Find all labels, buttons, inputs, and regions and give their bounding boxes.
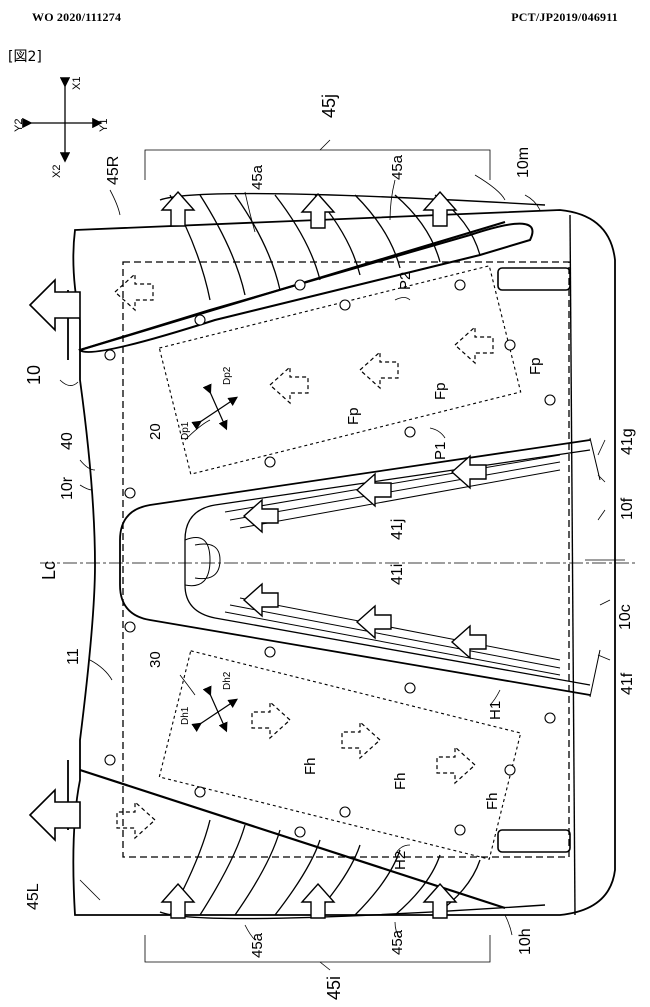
figure-label: [図2]: [8, 49, 42, 65]
ref-P2: P2: [397, 272, 414, 290]
ref-10f: 10f: [619, 497, 636, 520]
ref-10h: 10h: [517, 928, 534, 955]
region-11: [122, 261, 570, 858]
ref-10m: 10m: [515, 147, 532, 178]
region-30: [158, 650, 522, 860]
airflow-arrows: [28, 191, 487, 919]
ref-41g: 41g: [619, 428, 636, 455]
ref-Fh-2: Fh: [392, 772, 409, 790]
ref-45i: 45i: [324, 976, 344, 1000]
ref-41f: 41f: [619, 672, 636, 695]
ref-41i: 41i: [389, 564, 406, 585]
ref-45j: 45j: [319, 94, 339, 118]
axis-y1-label: Y1: [98, 119, 110, 132]
axis-x2-label: X2: [51, 165, 63, 178]
ref-45a-bottom-1: 45a: [249, 932, 266, 958]
ref-10c: 10c: [617, 604, 634, 630]
ref-Fp-3: Fp: [527, 357, 544, 375]
ref-10: 10: [24, 365, 44, 385]
bracket-45i: 45i: [144, 935, 491, 1000]
slot-lower: [497, 829, 571, 853]
slot-upper: [497, 267, 571, 291]
ref-45a-top-1: 45a: [249, 164, 266, 190]
application-number: PCT/JP2019/046911: [511, 10, 618, 24]
ref-45a-top-2: 45a: [389, 154, 406, 180]
ref-45R: 45R: [105, 156, 122, 185]
axis-y2-label: Y2: [13, 119, 25, 132]
ref-45L: 45L: [25, 883, 42, 910]
v-groove: [119, 437, 601, 698]
ref-Fp-1: Fp: [345, 407, 362, 425]
ref-Dh2: Dh2: [222, 671, 233, 690]
ref-40: 40: [59, 432, 76, 450]
ref-10r: 10r: [59, 476, 76, 500]
publication-number: WO 2020/111274: [32, 10, 122, 24]
axis-compass: X1 X2 Y1 Y2: [13, 77, 110, 178]
ref-20: 20: [147, 423, 164, 440]
ref-H2: H2: [392, 851, 409, 870]
ref-45a-bottom-2: 45a: [389, 929, 406, 955]
ref-Lc: Lc: [39, 561, 59, 580]
ref-P1: P1: [432, 442, 449, 460]
ref-Fh-3: Fh: [484, 792, 501, 810]
ref-Dp2: Dp2: [222, 366, 233, 385]
bracket-45j: 45j: [144, 94, 491, 180]
bolster-45R: [78, 192, 546, 353]
leader-lines: [59, 174, 611, 941]
ref-Fh-1: Fh: [302, 757, 319, 775]
ref-41j: 41j: [389, 519, 406, 540]
reference-labels: 45R 45a 45a 10m 10 40 10r Lc 11 45L 20 3…: [24, 147, 636, 958]
seat-body: [67, 209, 625, 916]
ref-Fp-2: Fp: [432, 382, 449, 400]
fastener-holes: [104, 279, 556, 838]
ref-11: 11: [65, 648, 82, 665]
ref-30: 30: [147, 651, 164, 668]
ref-Dh1: Dh1: [180, 706, 191, 725]
ref-Dp1: Dp1: [180, 421, 191, 440]
axis-x1-label: X1: [71, 77, 83, 90]
ref-H1: H1: [487, 701, 504, 720]
